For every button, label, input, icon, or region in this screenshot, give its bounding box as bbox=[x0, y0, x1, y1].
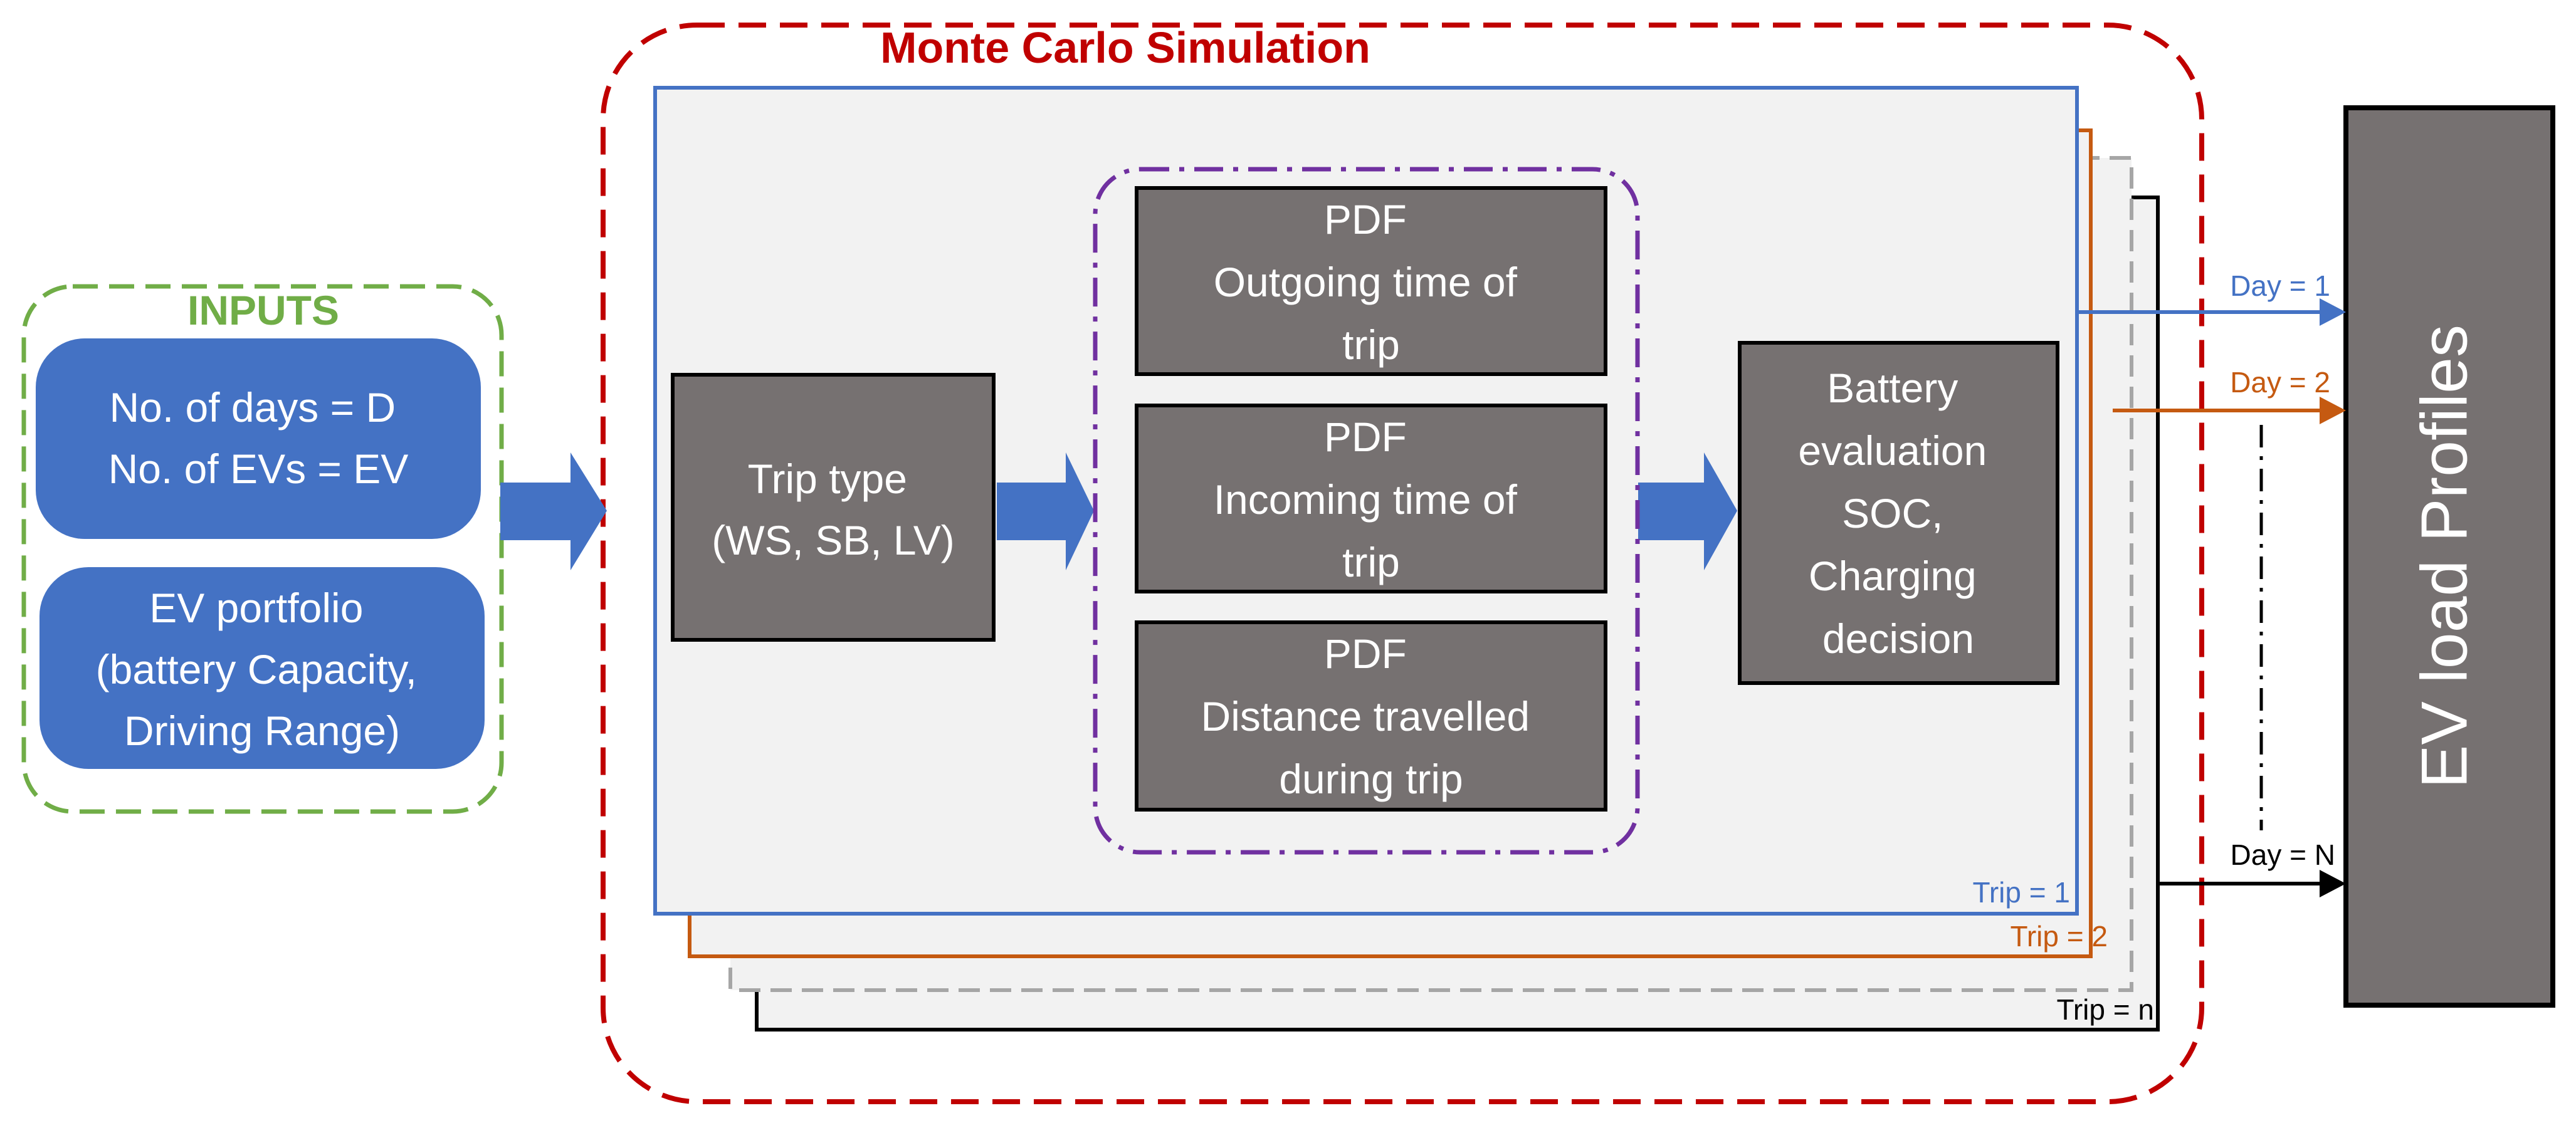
monte-carlo-title: Monte Carlo Simulation bbox=[880, 23, 1370, 72]
ev-load-profiles-box bbox=[2343, 105, 2555, 1008]
pdf-distance-line-1: PDF bbox=[1324, 630, 1407, 677]
days-evs-text: No. of days = D No. of EVs = EV bbox=[108, 384, 409, 492]
pdf-incoming-box bbox=[1135, 404, 1607, 593]
trip-2-label: Trip = 2 bbox=[2010, 920, 2108, 953]
trip-type-line-2: (WS, SB, LV) bbox=[712, 517, 955, 563]
trip-type-to-pdf-arrow bbox=[997, 452, 1094, 570]
battery-line-1: Battery bbox=[1827, 365, 1958, 411]
evs-line: No. of EVs = EV bbox=[108, 446, 409, 492]
trip-n-label: Trip = n bbox=[2056, 993, 2154, 1026]
trip-type-line-1: Trip type bbox=[748, 456, 907, 502]
pdf-outgoing-text: PDF Outgoing time of trip bbox=[1214, 196, 1529, 368]
pdf-outgoing-line-3: trip bbox=[1342, 321, 1400, 368]
pdf-incoming-line-2: Incoming time of bbox=[1214, 476, 1518, 523]
pdf-to-battery-arrow bbox=[1638, 452, 1737, 570]
pdf-distance-line-3: during trip bbox=[1279, 756, 1463, 802]
pdf-incoming-line-3: trip bbox=[1342, 539, 1400, 585]
trip-type-box bbox=[671, 373, 996, 642]
battery-evaluation-box bbox=[1738, 341, 2059, 685]
inputs-to-monte-carlo-arrow bbox=[500, 452, 607, 570]
pdf-distance-box bbox=[1135, 620, 1607, 812]
trip-type-text: Trip type (WS, SB, LV) bbox=[712, 456, 955, 563]
day-n-label: Day = N bbox=[2231, 838, 2335, 871]
battery-evaluation-text: Battery evaluation SOC, Charging decisio… bbox=[1798, 365, 1998, 662]
pdf-container bbox=[1093, 167, 1640, 855]
day-1-label: Day = 1 bbox=[2230, 269, 2330, 302]
battery-line-2: evaluation bbox=[1798, 427, 1987, 474]
day-2-arrowhead bbox=[2320, 397, 2346, 424]
pdf-outgoing-line-2: Outgoing time of bbox=[1214, 259, 1518, 305]
monte-carlo-container bbox=[601, 23, 2204, 1104]
day-2-label: Day = 2 bbox=[2230, 366, 2330, 399]
battery-line-3: SOC, bbox=[1842, 490, 1943, 536]
days-line: No. of days = D bbox=[109, 384, 396, 431]
day-n-arrowhead bbox=[2320, 870, 2346, 897]
inputs-heading: INPUTS bbox=[187, 287, 339, 333]
portfolio-line-1: EV portfolio bbox=[149, 585, 363, 631]
portfolio-line-2: (battery Capacity, bbox=[96, 646, 417, 692]
pdf-distance-text: PDF Distance travelled during trip bbox=[1201, 630, 1542, 802]
pdf-outgoing-box bbox=[1135, 186, 1607, 376]
pdf-incoming-line-1: PDF bbox=[1324, 414, 1407, 460]
ev-load-profiles-text: EV load Profiles bbox=[2408, 325, 2481, 788]
portfolio-line-3: Driving Range) bbox=[124, 708, 400, 754]
battery-line-4: Charging bbox=[1809, 553, 1977, 599]
pdf-incoming-text: PDF Incoming time of trip bbox=[1214, 414, 1529, 585]
ev-portfolio-box bbox=[39, 567, 485, 769]
pdf-outgoing-line-1: PDF bbox=[1324, 196, 1407, 243]
battery-line-5: decision bbox=[1822, 615, 1974, 662]
ev-portfolio-text: EV portfolio (battery Capacity, Driving … bbox=[96, 585, 429, 754]
day-1-arrowhead bbox=[2320, 298, 2346, 326]
days-evs-box bbox=[36, 338, 481, 539]
inputs-container bbox=[21, 284, 504, 814]
pdf-distance-line-2: Distance travelled bbox=[1201, 693, 1530, 739]
trip-1-label: Trip = 1 bbox=[1972, 876, 2070, 909]
